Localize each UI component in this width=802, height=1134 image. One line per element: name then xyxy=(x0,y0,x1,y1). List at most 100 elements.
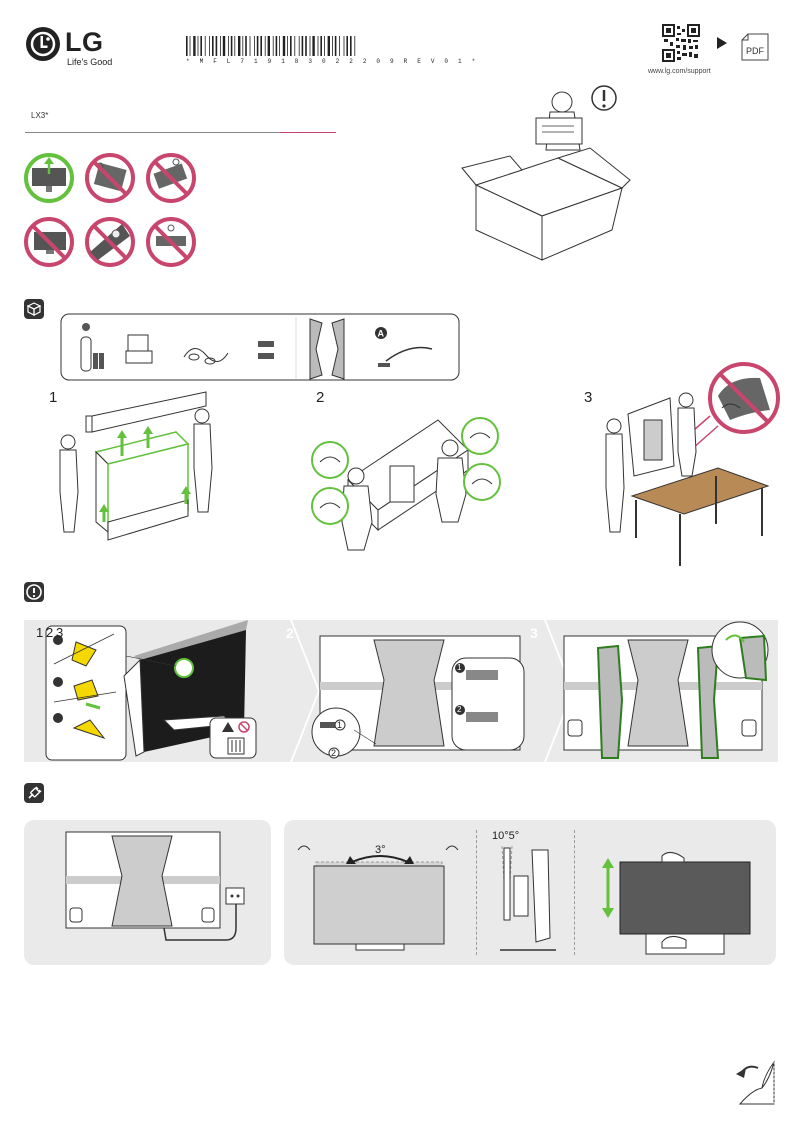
open-box-illustration xyxy=(461,85,631,261)
barcode-bar xyxy=(215,36,218,56)
barcode-bar xyxy=(339,36,340,56)
barcode-bar xyxy=(272,36,274,56)
cable-holder-icon xyxy=(183,348,229,365)
barcode-bar xyxy=(290,36,292,56)
barcode-bar xyxy=(228,36,229,56)
back-cover-icon xyxy=(309,318,345,380)
barcode-bar xyxy=(238,36,241,56)
barcode-bar xyxy=(298,36,300,56)
barcode-bar xyxy=(282,36,286,56)
caution-step-number: 1 xyxy=(36,625,44,640)
barcode-bar xyxy=(320,36,322,56)
barcode-bar xyxy=(264,36,266,56)
clip-icon xyxy=(258,341,274,359)
qr-code-icon xyxy=(662,24,700,62)
barcode-bar xyxy=(334,36,337,56)
barcode-bar xyxy=(301,36,304,56)
handling-prohibited-icon xyxy=(85,153,135,203)
barcode-bar xyxy=(350,36,352,56)
tagline: Life's Good xyxy=(67,57,113,67)
barcode-bar xyxy=(279,36,280,56)
adjust-divider xyxy=(476,830,477,955)
connect-power-illustration xyxy=(65,831,245,941)
barcode-bar xyxy=(256,36,259,56)
barcode-bar xyxy=(275,36,278,56)
swivel-angle: 3° xyxy=(375,844,386,856)
manual-icon xyxy=(125,334,153,364)
handling-ok-icon xyxy=(24,153,74,203)
barcode-bar xyxy=(222,36,226,56)
handling-prohibited-icon xyxy=(85,217,135,267)
pdf-document-icon xyxy=(741,33,769,61)
tilt-illustration xyxy=(500,845,556,951)
handling-prohibited-icon xyxy=(24,217,74,267)
barcode-bar xyxy=(305,36,307,56)
support-url[interactable]: www.lg.com/support xyxy=(648,68,711,75)
callout-number: 1 xyxy=(337,720,343,730)
barcode-bar xyxy=(343,36,345,56)
barcode-bar xyxy=(230,36,233,56)
barcode-bar xyxy=(312,36,315,56)
barcode-bar xyxy=(327,36,330,56)
barcode-bar xyxy=(242,36,244,56)
handling-prohibited-icon xyxy=(146,153,196,203)
barcode-icon xyxy=(186,36,356,56)
package-contents-panel: A xyxy=(60,313,460,381)
caution-step-number: 2 xyxy=(46,625,54,640)
barcode-bar xyxy=(220,36,221,56)
model-number: LX3* xyxy=(31,111,49,120)
barcode-bar xyxy=(317,36,319,56)
barcode-bar xyxy=(346,36,348,56)
barcode-bar xyxy=(294,36,296,56)
tilt-angle: 10°5° xyxy=(492,830,520,842)
inset-number: 2 xyxy=(457,705,462,714)
barcode-bar xyxy=(324,36,325,56)
barcode-bar xyxy=(287,36,288,56)
unpack-step-number: 3 xyxy=(584,389,593,406)
pdf-label: PDF xyxy=(746,46,764,56)
barcode-bar xyxy=(209,36,210,56)
power-plug-icon xyxy=(24,783,44,803)
barcode-bar xyxy=(260,36,262,56)
barcode-bar xyxy=(204,36,206,56)
adjust-divider xyxy=(574,830,575,955)
barcode-bar xyxy=(354,36,356,56)
barcode-text: * M F L 7 1 9 1 8 3 0 2 2 2 0 9 R E V 0 … xyxy=(186,58,479,65)
barcode-bar xyxy=(234,36,236,56)
handling-pictograms xyxy=(24,152,200,270)
svg-text:A: A xyxy=(378,329,385,339)
barcode-bar xyxy=(249,36,251,56)
barcode-bar xyxy=(267,36,270,56)
barcode-bar xyxy=(193,36,196,56)
barcode-bar xyxy=(332,36,333,56)
barcode-bar xyxy=(200,36,202,56)
lg-logo-icon xyxy=(26,27,60,61)
power-cable-icon: A xyxy=(375,327,433,367)
barcode-bar xyxy=(197,36,199,56)
barcode-bar xyxy=(254,36,255,56)
callout-number: 2 xyxy=(331,748,337,758)
handling-prohibited-icon xyxy=(146,217,196,267)
inset-number: 1 xyxy=(457,663,462,672)
header-divider xyxy=(25,132,280,133)
barcode-bar xyxy=(309,36,311,56)
barcode-bar xyxy=(186,36,188,56)
play-arrow-icon xyxy=(717,37,727,49)
stand-step-number: 2 xyxy=(286,625,294,641)
barcode-bar xyxy=(245,36,247,56)
remote-control-icon xyxy=(80,323,104,372)
unpack-step-number: 1 xyxy=(49,389,58,406)
caution-step-number: 3 xyxy=(56,625,64,640)
barcode-bar xyxy=(212,36,214,56)
assembly-steps-band xyxy=(24,620,778,762)
barcode-bar xyxy=(189,36,191,56)
lift-monitor-illustration xyxy=(311,417,501,551)
lg-logo-text: LG xyxy=(65,27,104,57)
place-on-table-illustration xyxy=(605,362,780,566)
exclamation-icon xyxy=(24,582,44,602)
stand-step-number: 3 xyxy=(530,625,538,641)
header-divider-accent xyxy=(280,132,336,133)
page-turn-icon xyxy=(736,1060,775,1105)
header: LG Life's Good * M F L 7 1 9 1 8 3 0 2 2… xyxy=(0,0,802,140)
box-icon xyxy=(24,299,44,319)
